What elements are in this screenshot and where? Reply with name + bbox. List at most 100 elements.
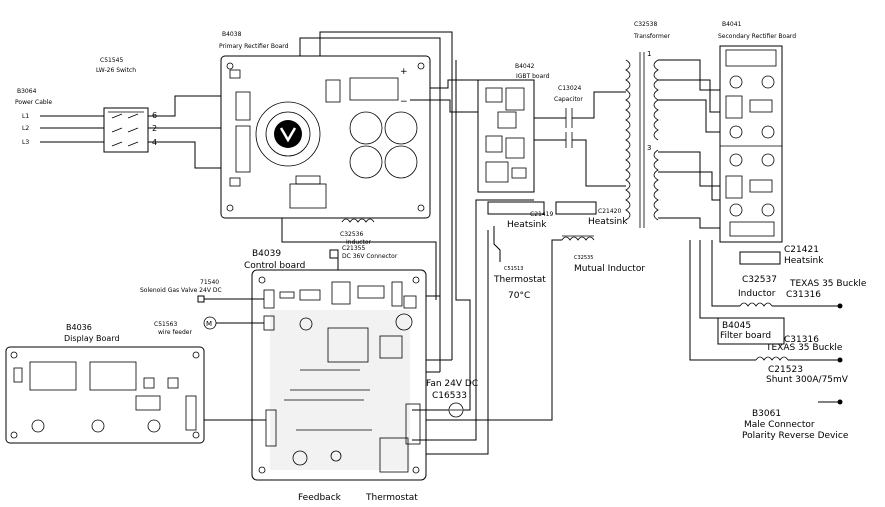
thermostat-1-rating: 70°C [508, 291, 530, 301]
buckle-1-code: C31316 [786, 290, 821, 300]
shunt-code: C21523 [768, 365, 803, 375]
feedback-label: Feedback [298, 493, 342, 503]
buckle-negative: C31316 TEXAS 35 Buckle [765, 335, 843, 353]
dc-connector-name: DC 36V Connector [342, 253, 398, 260]
fan-code: C16533 [432, 391, 467, 401]
power-cable: B3064 Power Cable L1 L2 L3 [15, 88, 104, 146]
solenoid-symbol [197, 295, 205, 303]
primary-inductor-code: C32536 [340, 231, 363, 238]
transformer: C32538 Transformer 1 3 [625, 21, 724, 229]
filter-board-code: B4045 [722, 321, 751, 331]
wire-feeder-name: wire feeder [158, 329, 193, 336]
transformer-pin-1: 1 [647, 50, 651, 58]
display-board-outline [5, 346, 205, 444]
mutual-inductor-code: C32535 [574, 255, 593, 261]
secondary-rectifier-code: B4041 [722, 21, 742, 28]
heatsink-2: C21420 Heatsink [555, 201, 628, 227]
male-connector-subtitle: Polarity Reverse Device [742, 431, 849, 441]
dc-connector-code: C21355 [342, 245, 365, 252]
male-connector-code: B3061 [752, 409, 781, 419]
buckle-2-code: C31316 [784, 335, 819, 345]
thermostat-bottom-label: Thermostat [365, 493, 418, 503]
dc-connector-body [329, 249, 339, 259]
lw26-switch: C51545 LW-26 Switch 6 2 4 [96, 57, 236, 169]
shunt-name: Shunt 300A/75mV [766, 375, 849, 385]
secondary-rectifier-board: B4041 Secondary Rectifier Board [718, 21, 796, 243]
heatsink-1: C21419 Heatsink [487, 201, 553, 230]
solenoid-code: 71540 [200, 279, 219, 286]
primary-rectifier-outline [220, 55, 431, 219]
secondary-rectifier-name: Secondary Rectifier Board [718, 33, 796, 40]
output-terminal-positive[interactable] [837, 303, 843, 309]
primary-rectifier-name: Primary Rectifier Board [219, 43, 289, 50]
transformer-name: Transformer [633, 33, 671, 40]
heatsink-1-code: C21419 [530, 211, 553, 218]
capacitor-name: Capacitor [554, 96, 583, 103]
fan-24v: Fan 24V DC C16533 [412, 60, 478, 418]
igbt-code: B4042 [515, 63, 535, 70]
buckle-2-name: TEXAS 35 Buckle [765, 343, 843, 353]
heatsink-2-name: Heatsink [588, 217, 628, 227]
display-button-2[interactable] [167, 377, 179, 389]
primary-capacitor-3 [349, 145, 383, 179]
switch-body [103, 107, 149, 153]
switch-name: LW-26 Switch [96, 67, 136, 74]
male-connector-terminal[interactable] [837, 399, 843, 405]
display-knob-1[interactable] [31, 419, 45, 433]
igbt-name: IGBT board [516, 73, 550, 80]
transformer-pin-3: 3 [647, 144, 651, 152]
heatsink-1-body [487, 201, 545, 215]
transformer-code: C32538 [634, 21, 657, 28]
solenoid-name: Solenoid Gas Valve 24V DC [140, 287, 222, 294]
male-connector-name: Male Connector [744, 420, 815, 430]
heatsink-2-body [555, 201, 597, 215]
output-inductor: C32537 Inductor [711, 240, 843, 309]
heatsink-3: C21421 Heatsink [739, 245, 824, 266]
output-inductor-code: C32537 [742, 275, 777, 285]
display-readout-right [89, 361, 137, 391]
thermostat-70c: C51513 Thermostat 70°C [412, 226, 546, 455]
fan-name: Fan 24V DC [426, 379, 478, 389]
mutual-inductor-name: Mutual Inductor [574, 264, 645, 274]
shunt: C21523 Shunt 300A/75mV [689, 240, 849, 385]
capacitor-code: C13024 [558, 85, 581, 92]
resonant-capacitor: C13024 Capacitor [534, 85, 626, 187]
plus-terminal: + [400, 67, 408, 77]
power-cable-name: Power Cable [15, 99, 52, 106]
control-board: B4039 Control board [244, 249, 427, 481]
output-inductor-name: Inductor [738, 289, 776, 299]
filter-board-outline [717, 317, 785, 345]
line-l3-label: L3 [22, 139, 29, 146]
display-knob-2[interactable] [91, 419, 105, 433]
control-board-name: Control board [244, 261, 305, 271]
control-board-code: B4039 [252, 249, 281, 259]
igbt-board: B4042 IGBT board [477, 63, 550, 193]
power-cable-code: B3064 [17, 88, 37, 95]
heatsink-1-name: Heatsink [507, 220, 547, 230]
mutual-inductor: C32535 Mutual Inductor [412, 235, 645, 421]
heatsink-2-code: C21420 [598, 208, 621, 215]
output-terminal-negative[interactable] [837, 357, 843, 363]
wire-feeder-motor: C51563 wire feeder M [154, 316, 264, 336]
display-knob-3[interactable] [147, 419, 161, 433]
line-l1-label: L1 [22, 113, 29, 120]
wire-feeder-code: C51563 [154, 321, 177, 328]
thermostat-1-code: C51513 [504, 266, 523, 272]
primary-capacitor-4 [384, 145, 418, 179]
solenoid-gas-valve: 71540 Solenoid Gas Valve 24V DC [140, 279, 264, 303]
primary-capacitor-2 [384, 111, 418, 145]
primary-rectifier-board: B4038 Primary Rectifier Board + − [219, 31, 431, 219]
dc-36v-connector: C21355 DC 36V Connector [329, 245, 398, 260]
buckle-positive: TEXAS 35 Buckle C31316 [786, 279, 867, 300]
filter-board-name: Filter board [720, 331, 771, 341]
display-board: B4036 Display Board [5, 323, 266, 444]
primary-capacitor-1 [349, 111, 383, 145]
secondary-rectifier-outline [719, 45, 783, 243]
heatsink-3-code: C21421 [784, 245, 819, 255]
rectifier-bridge [255, 101, 321, 167]
display-button-1[interactable] [143, 377, 155, 389]
filter-board: B4045 Filter board [699, 240, 785, 345]
motor-symbol-letter: M [206, 320, 212, 328]
display-readout-left [29, 361, 77, 391]
